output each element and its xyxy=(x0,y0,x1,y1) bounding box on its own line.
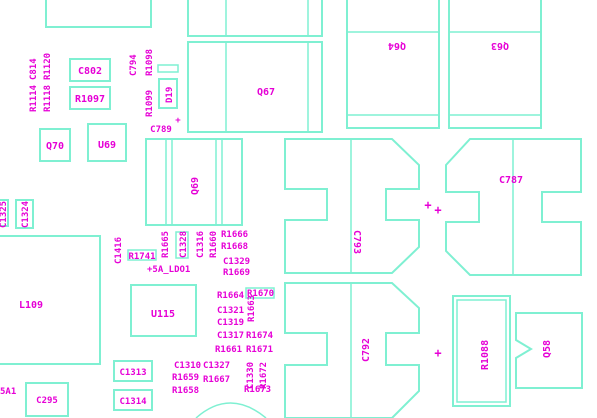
component-label-c802: C802 xyxy=(78,66,102,77)
component-label-c1314: C1314 xyxy=(119,397,147,407)
plus-marker: + xyxy=(175,116,181,126)
component-label-r1660: R1660 xyxy=(209,231,219,258)
component-label-c814: C814 xyxy=(29,58,39,80)
component-label-r1114: R1114 xyxy=(29,84,39,112)
component-c802[interactable]: C802 xyxy=(69,58,111,82)
component-label-r1668: R1668 xyxy=(221,242,248,252)
component-label-c1329: C1329 xyxy=(223,257,250,267)
component-label-c1316: C1316 xyxy=(196,231,206,258)
component-c1314[interactable]: C1314 xyxy=(113,389,153,411)
component-label-c1321: C1321 xyxy=(217,306,244,316)
component-label-r1673: R1673 xyxy=(244,385,271,395)
component-q70[interactable]: Q70 xyxy=(39,128,71,162)
component-r1670[interactable]: R1670 xyxy=(245,287,275,299)
component-c1324[interactable]: C1324 xyxy=(15,199,34,229)
component-label-u115: U115 xyxy=(151,309,175,320)
net-label-5a-ldo1: +5A_LDO1 xyxy=(147,265,190,275)
component-label-q69: Q69 xyxy=(190,177,201,195)
component-label-r1097: R1097 xyxy=(75,94,105,105)
component-label-q63: Q63 xyxy=(491,40,509,51)
component-label-c1317: C1317 xyxy=(217,331,244,341)
plus-marker: + xyxy=(424,198,431,212)
component-label-q67: Q67 xyxy=(257,87,275,98)
component-label-r1658: R1658 xyxy=(172,386,199,396)
component-label-c1416: C1416 xyxy=(114,237,124,264)
partial-arc-outline xyxy=(195,402,267,418)
component-q63[interactable]: Q63 xyxy=(448,0,542,129)
component-label-c787: C787 xyxy=(499,175,523,186)
component-c1325-outline xyxy=(0,199,9,227)
component-q67[interactable]: Q67 xyxy=(187,0,323,133)
plus-marker: + xyxy=(434,346,441,360)
component-label-r1088: R1088 xyxy=(480,340,491,370)
component-c793[interactable]: C793 xyxy=(284,138,420,274)
component-label-r1099: R1099 xyxy=(145,90,155,117)
component-label-c793: C793 xyxy=(351,230,362,254)
component-q69[interactable]: Q69 xyxy=(145,138,243,226)
component-label-d19: D19 xyxy=(165,87,175,103)
component-label-r1098: R1098 xyxy=(145,49,155,76)
component-r1741[interactable]: R1741 xyxy=(127,249,157,262)
component-label-r1671: R1671 xyxy=(246,345,273,355)
component-c295[interactable]: C295 xyxy=(25,382,69,417)
component-label-r1667: R1667 xyxy=(203,375,230,385)
component-label-q58: Q58 xyxy=(542,340,553,358)
component-label-c1327: C1327 xyxy=(203,361,230,371)
component-label-r1118: R1118 xyxy=(43,85,53,112)
plus-marker: + xyxy=(434,203,441,217)
component-label-c1319: C1319 xyxy=(217,318,244,328)
component-c787[interactable]: C787 xyxy=(445,138,582,276)
component-label-c295: C295 xyxy=(36,396,58,406)
component-label-r1670: R1670 xyxy=(247,289,274,299)
component-d19-marker xyxy=(157,64,179,73)
component-label-r1669: R1669 xyxy=(223,268,250,278)
component-label-r1672: R1672 xyxy=(259,362,269,389)
component-label-r1741: R1741 xyxy=(128,252,155,262)
partial-component-outline xyxy=(45,0,152,28)
component-l109[interactable]: L109 xyxy=(0,235,101,365)
component-c1328[interactable]: C1328 xyxy=(175,231,189,259)
component-label-q64: Q64 xyxy=(388,40,406,51)
component-label-r1120: R1120 xyxy=(43,53,53,80)
component-label-c1324: C1324 xyxy=(21,200,31,228)
component-label-c1328: C1328 xyxy=(179,231,189,258)
component-q58[interactable]: Q58 xyxy=(515,312,583,389)
component-label-r1661: R1661 xyxy=(215,345,242,355)
component-u115[interactable]: U115 xyxy=(130,284,197,337)
component-label-r1659: R1659 xyxy=(172,373,199,383)
component-c792[interactable]: C792 xyxy=(284,282,420,418)
component-label-c1325: C1325 xyxy=(0,201,9,228)
component-label-5a1: 5A1 xyxy=(0,387,16,397)
component-c1313[interactable]: C1313 xyxy=(113,360,153,382)
component-label-r1664: R1664 xyxy=(217,291,245,301)
component-r1088[interactable]: R1088 xyxy=(452,295,511,407)
component-label-c1330: C1330 xyxy=(246,362,256,389)
component-label-r1674: R1674 xyxy=(246,331,274,341)
component-label-u69: U69 xyxy=(98,140,116,151)
component-label-r1663: R1663 xyxy=(247,295,257,322)
component-label-r1665: R1665 xyxy=(161,231,171,258)
component-label-c792: C792 xyxy=(361,338,372,362)
component-label-c1313: C1313 xyxy=(119,368,146,378)
component-q64[interactable]: Q64 xyxy=(346,0,440,129)
component-label-c1310: C1310 xyxy=(174,361,201,371)
component-label-l109: L109 xyxy=(19,300,43,311)
component-label-q70: Q70 xyxy=(46,141,64,152)
component-label-c789: C789 xyxy=(150,125,172,135)
component-r1097[interactable]: R1097 xyxy=(69,86,111,110)
component-d19[interactable]: D19 xyxy=(158,78,178,109)
component-u69[interactable]: U69 xyxy=(87,123,127,162)
component-label-r1666: R1666 xyxy=(221,230,248,240)
component-label-c794: C794 xyxy=(129,54,139,76)
